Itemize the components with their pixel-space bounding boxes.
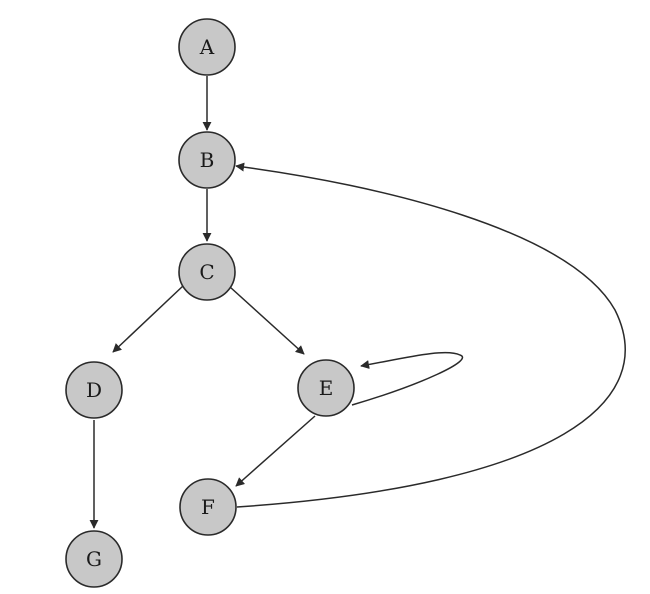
edge-c-to-d (112, 284, 185, 353)
node-b-label: B (200, 148, 215, 172)
edge-f-to-b (235, 162, 626, 508)
node-c: C (178, 243, 236, 301)
node-e-label: E (319, 376, 334, 400)
edge-e-to-f (235, 415, 316, 487)
node-d: D (65, 361, 123, 419)
node-f: F (179, 478, 237, 536)
node-c-label: C (199, 260, 214, 284)
node-a: A (178, 18, 236, 76)
nodes: A B C D E F G (65, 18, 355, 588)
node-f-label: F (201, 495, 215, 519)
edge-c-to-e (229, 286, 305, 355)
node-e: E (297, 359, 355, 417)
node-b: B (178, 131, 236, 189)
node-g: G (65, 530, 123, 588)
node-a-label: A (199, 35, 215, 59)
edges (89, 76, 626, 529)
node-d-label: D (86, 378, 102, 402)
edge-e-self-loop (351, 351, 463, 406)
node-g-label: G (86, 547, 102, 571)
